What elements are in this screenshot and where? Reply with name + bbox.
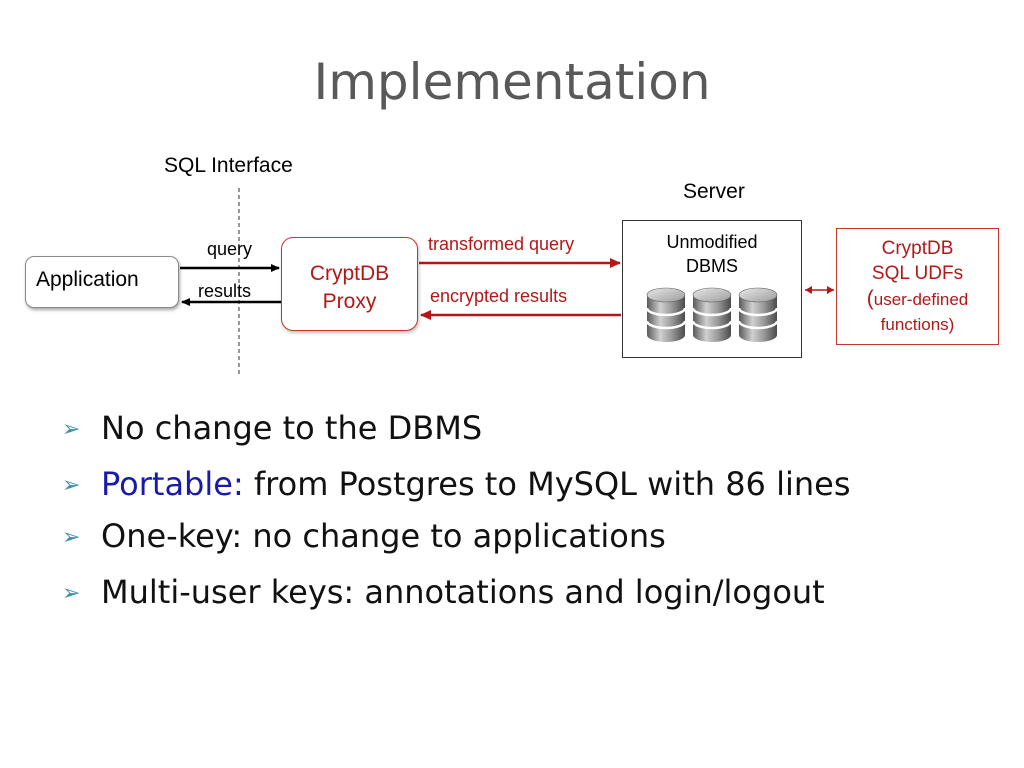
application-box: Application (25, 256, 179, 308)
encrypted-results-label: encrypted results (430, 286, 568, 306)
bullet-text: from Postgres to MySQL with 86 lines (243, 465, 851, 503)
bullet-highlight: Portable: (101, 465, 244, 503)
slide-title: Implementation (313, 53, 711, 111)
database-icon (737, 287, 779, 342)
dbms-line1: Unmodified (666, 232, 758, 252)
bullet-text: No change to the DBMS (101, 409, 483, 447)
udf-line4: functions) (880, 315, 955, 334)
udf-line1: CryptDB (881, 238, 954, 259)
cryptdb-proxy-box: CryptDB Proxy (281, 237, 418, 331)
bullet-item: ➢ Portable: from Postgres to MySQL with 8… (62, 464, 851, 506)
server-label: Server (683, 180, 745, 203)
transformed-query-label: transformed query (428, 234, 575, 254)
database-icon (645, 287, 687, 342)
bullet-text: Multi-user keys: annotations and login/l… (101, 573, 825, 611)
sql-interface-label: SQL Interface (164, 154, 293, 177)
udf-paren: ( (866, 287, 874, 310)
arrow-bullet-icon: ➢ (62, 473, 81, 498)
bullet-text: One-key: no change to applications (101, 517, 666, 555)
bullet-item: ➢ Multi-user keys: annotations and login/… (62, 572, 825, 614)
cryptdb-udf-box: CryptDB SQL UDFs (user-defined functions… (836, 228, 999, 345)
application-label: Application (36, 268, 139, 291)
dbms-line2: DBMS (685, 256, 738, 276)
dbms-box: Unmodified DBMS (622, 220, 802, 358)
udf-line3: (user-defined (837, 286, 998, 312)
database-icon (691, 287, 733, 342)
bullet-item: ➢ One-key: no change to applications (62, 516, 666, 558)
arrow-bullet-icon: ➢ (62, 525, 81, 550)
results-label: results (198, 281, 252, 301)
query-label: query (207, 239, 253, 259)
proxy-line2: Proxy (322, 290, 377, 313)
database-icons (645, 287, 779, 342)
udf-link-arrow (805, 286, 834, 294)
udf-line3-text: user-defined (873, 290, 969, 309)
arrow-bullet-icon: ➢ (62, 417, 81, 442)
udf-line2: SQL UDFs (871, 263, 964, 284)
arrow-bullet-icon: ➢ (62, 581, 81, 606)
bullet-item: ➢ No change to the DBMS (62, 408, 482, 450)
proxy-line1: CryptDB (309, 262, 390, 285)
